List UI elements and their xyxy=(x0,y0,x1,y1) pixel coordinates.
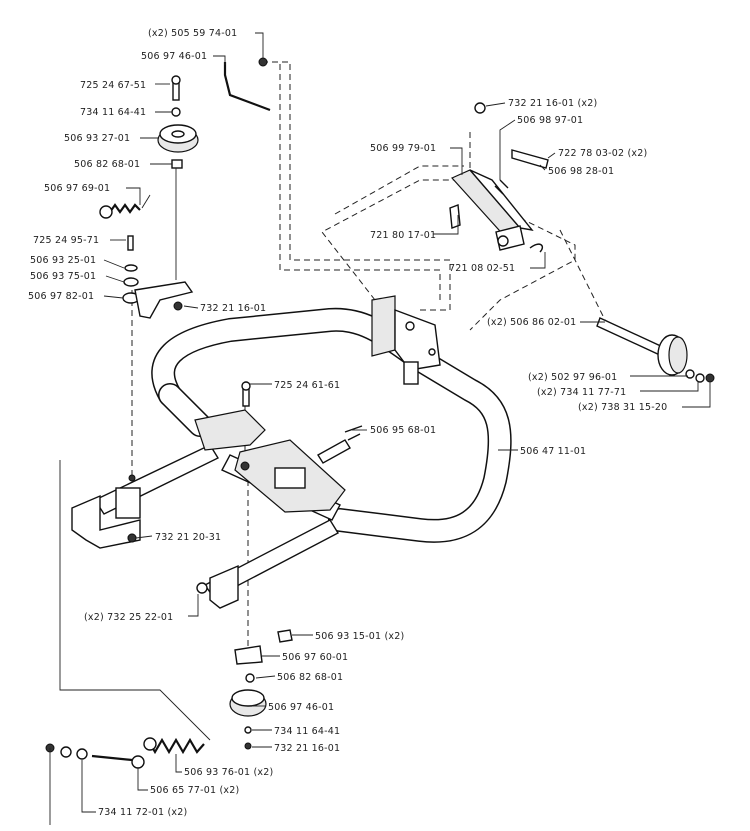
part-label: (x2) 502 97 96-01 xyxy=(528,372,617,383)
part-label: 506 99 79-01 xyxy=(370,143,436,154)
view-boundary xyxy=(49,460,211,825)
left-mount-bracket xyxy=(71,474,141,549)
part-label: 506 82 68-01 xyxy=(74,159,140,170)
part-label: 734 11 64-41 xyxy=(80,107,146,118)
part-label: 732 21 20-31 xyxy=(155,532,221,543)
wheel xyxy=(596,317,715,383)
part-label: (x2) 505 59 74-01 xyxy=(148,28,237,39)
part-labels: (x2) 505 59 74-01 506 97 46-01 725 24 67… xyxy=(28,28,667,818)
lower-side-bracket xyxy=(196,564,239,609)
part-label: 506 97 46-01 xyxy=(141,51,207,62)
part-label: 732 21 16-01 xyxy=(274,743,340,754)
part-label: 734 11 64-41 xyxy=(274,726,340,737)
part-label: 506 93 15-01 (x2) xyxy=(315,631,404,642)
part-label: 734 11 72-01 (x2) xyxy=(98,807,187,818)
part-label: 506 97 82-01 xyxy=(28,291,94,302)
rear-mount-plate xyxy=(371,295,441,385)
part-label: 506 47 11-01 xyxy=(520,446,586,457)
tension-arm-stack xyxy=(122,235,194,319)
leader-lines xyxy=(103,32,711,748)
part-label: 506 97 60-01 xyxy=(282,652,348,663)
engine-mount-bracket xyxy=(449,102,549,253)
part-label: (x2) 738 31 15-20 xyxy=(578,402,667,413)
part-label: 506 98 97-01 xyxy=(517,115,583,126)
part-label: 732 21 16-01 xyxy=(200,303,266,314)
part-label: 725 24 95-71 xyxy=(33,235,99,246)
part-label: 721 80 17-01 xyxy=(370,230,436,241)
control-rod xyxy=(223,57,271,112)
part-label: 506 97 46-01 xyxy=(268,702,334,713)
part-label: 506 93 27-01 xyxy=(64,133,130,144)
part-label: (x2) 734 11 77-71 xyxy=(537,387,626,398)
part-label: (x2) 732 25 22-01 xyxy=(84,612,173,623)
upper-pulley-stack xyxy=(157,75,199,280)
part-label: 506 97 69-01 xyxy=(44,183,110,194)
part-label: 506 93 25-01 xyxy=(30,255,96,266)
part-label: 506 93 75-01 xyxy=(30,271,96,282)
part-label: 506 93 76-01 (x2) xyxy=(184,767,273,778)
lower-pulley-stack xyxy=(127,381,293,750)
part-label: 732 21 16-01 (x2) xyxy=(508,98,597,109)
part-label: 506 95 68-01 xyxy=(370,425,436,436)
part-label: 506 65 77-01 (x2) xyxy=(150,785,239,796)
center-pivot-bracket xyxy=(194,409,363,513)
part-label: 725 24 61-61 xyxy=(274,380,340,391)
part-label: 722 78 03-02 (x2) xyxy=(558,148,647,159)
part-label: (x2) 506 86 02-01 xyxy=(487,317,576,328)
part-label: 506 98 28-01 xyxy=(548,166,614,177)
part-label: 725 24 67-51 xyxy=(80,80,146,91)
part-label: 506 82 68-01 xyxy=(277,672,343,683)
upper-spring xyxy=(99,194,151,219)
part-label: 721 08 02-51 xyxy=(449,263,515,274)
lower-spring-assembly xyxy=(45,737,205,769)
